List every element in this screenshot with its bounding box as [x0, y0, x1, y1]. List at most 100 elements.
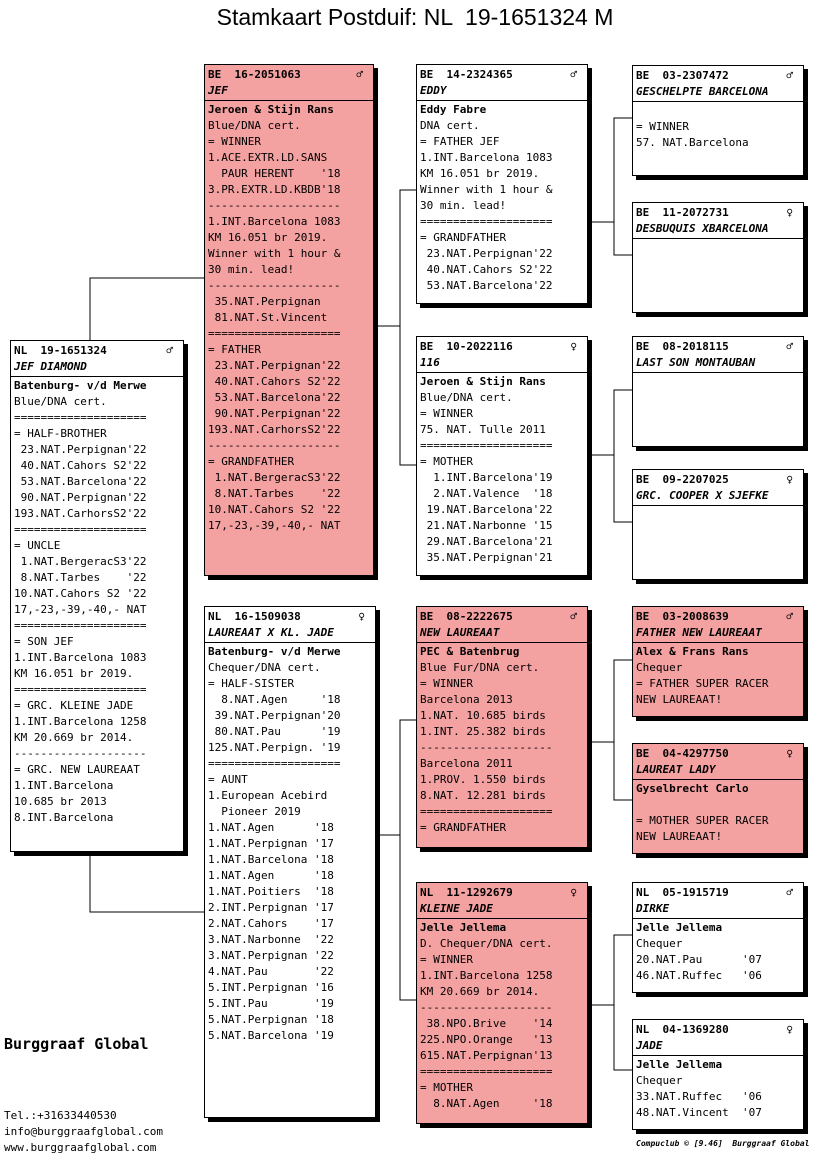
female-symbol-icon: ♀ [570, 886, 577, 899]
pigeon-name: FATHER NEW LAUREAAT [633, 626, 803, 643]
pigeon-ring-number: BE 03-2307472♂ [633, 66, 803, 85]
pigeon-ring-number: BE 03-2008639♂ [633, 607, 803, 626]
ring-number-text: BE 10-2022116 [420, 340, 513, 353]
detail-line: 1.NAT.Perpignan '17 [208, 837, 334, 850]
pigeon-name: GESCHELPTE BARCELONA [633, 85, 803, 102]
detail-line: 20.NAT.Pau '07 [636, 953, 762, 966]
detail-line: 90.NAT.Perpignan'22 [14, 491, 147, 504]
detail-line [636, 103, 803, 119]
detail-line: ==================== [420, 805, 553, 818]
detail-line: = GRC. KLEINE JADE [14, 699, 134, 712]
detail-line: KM 20.669 br 2014. [14, 731, 134, 744]
detail-line: 1.INT.Barcelona 1258 [420, 969, 553, 982]
ring-number-text: BE 14-2324365 [420, 68, 513, 81]
detail-line: = MOTHER [420, 1081, 473, 1094]
detail-line: -------------------- [208, 279, 341, 292]
pigeon-ring-number: NL 16-1509038 ♀ [205, 607, 375, 626]
pigeon-ring-number: BE 10-2022116 ♀ [417, 337, 587, 356]
detail-line: Chequer [636, 1074, 683, 1087]
detail-line: 35.NAT.Perpignan [208, 295, 321, 308]
ring-number-text: NL 05-1915719 [636, 886, 729, 899]
detail-line: 1.NAT.Poitiers '18 [208, 885, 334, 898]
brand-name: Burggraaf Global [4, 1035, 149, 1053]
male-symbol-icon: ♂ [786, 886, 793, 899]
detail-line: = GRC. NEW LAUREAAT [14, 763, 140, 776]
detail-line: = WINNER [420, 407, 473, 420]
detail-line: 30 min. lead! [420, 199, 507, 212]
detail-line: 90.NAT.Perpignan'22 [208, 407, 341, 420]
detail-line: 17,-23,-39,-40,- NAT [208, 519, 341, 532]
connector [588, 659, 632, 743]
detail-line: = GRANDFATHER [208, 455, 295, 468]
detail-line: Barcelona 2011 [420, 757, 513, 770]
female-symbol-icon: ♀ [570, 340, 577, 353]
detail-line: Barcelona 2013 [420, 693, 513, 706]
detail-line: 1.PROV. 1.550 birds [420, 773, 546, 786]
detail-line: 3.PR.EXTR.LD.KBDB'18 [208, 183, 341, 196]
detail-line: -------------------- [420, 741, 553, 754]
pigeon-ring-number: BE 11-2072731♀ [633, 203, 803, 222]
detail-line: 1.INT. 25.382 birds [420, 725, 546, 738]
detail-line: ==================== [208, 327, 341, 340]
detail-line: 33.NAT.Ruffec '06 [636, 1090, 762, 1103]
breeder-name: Jeroen & Stijn Rans [420, 375, 546, 388]
detail-line: 1.NAT.BergeracS3'22 [14, 555, 147, 568]
connector [399, 835, 417, 1001]
detail-line: 1.INT.Barcelona 1083 [14, 651, 147, 664]
detail-line: 48.NAT.Vincent '07 [636, 1106, 762, 1119]
detail-line: 2.NAT.Cahors '17 [208, 917, 334, 930]
detail-line: NEW LAUREAAT! [636, 693, 723, 706]
detail-line: 75. NAT. Tulle 2011 [420, 423, 546, 436]
ring-number-text: NL 16-1509038 [208, 610, 301, 623]
detail-line: = SON JEF [14, 635, 74, 648]
detail-line: 53.NAT.Barcelona'22 [14, 475, 147, 488]
detail-line: Blue/DNA cert. [208, 119, 301, 132]
ring-number-text: BE 09-2207025 [636, 473, 729, 486]
pigeon-name: NEW LAUREAAT [417, 626, 587, 643]
detail-line: 53.NAT.Barcelona'22 [420, 279, 553, 292]
female-symbol-icon: ♀ [786, 473, 793, 486]
contact-website: www.burggraafglobal.com [4, 1141, 157, 1154]
detail-line: D. Chequer/DNA cert. [420, 937, 553, 950]
ring-number-text: NL 19-1651324 [14, 344, 107, 357]
male-symbol-icon: ♂ [786, 340, 793, 353]
detail-line: 1.INT.Barcelona 1258 [14, 715, 147, 728]
detail-line: KM 16.051 br 2019. [14, 667, 134, 680]
detail-line: ==================== [420, 215, 553, 228]
female-symbol-icon: ♀ [786, 1023, 793, 1036]
detail-line: 1.European Acebird [208, 789, 328, 802]
ring-number-text: BE 11-2072731 [636, 206, 729, 219]
male-symbol-icon: ♂ [356, 68, 363, 81]
pigeon-ring-number: BE 04-4297750♀ [633, 744, 803, 763]
detail-line: 23.NAT.Perpignan'22 [420, 247, 553, 260]
detail-line: 53.NAT.Barcelona'22 [208, 391, 341, 404]
female-symbol-icon: ♀ [358, 610, 365, 623]
detail-line: = WINNER [636, 120, 689, 133]
ring-number-text: NL 11-1292679 [420, 886, 513, 899]
detail-line: ==================== [14, 683, 147, 696]
detail-line: 10.NAT.Cahors S2 '22 [208, 503, 341, 516]
detail-line: ==================== [14, 523, 147, 536]
detail-line: 29.NAT.Barcelona'21 [420, 535, 553, 548]
detail-line: = FATHER [208, 343, 261, 356]
detail-line: = WINNER [420, 677, 473, 690]
breeder-name: Jelle Jellema [636, 1058, 723, 1071]
detail-line: = MOTHER [420, 455, 473, 468]
pigeon-name: LAUREAT LADY [633, 763, 803, 780]
detail-line: ==================== [14, 619, 147, 632]
connector [588, 934, 632, 1006]
detail-line: Chequer/DNA cert. [208, 661, 321, 674]
detail-line: 4.NAT.Pau '22 [208, 965, 334, 978]
detail-line: 5.NAT.Barcelona '19 [208, 1029, 334, 1042]
contact-email: info@burggraafglobal.com [4, 1125, 163, 1138]
